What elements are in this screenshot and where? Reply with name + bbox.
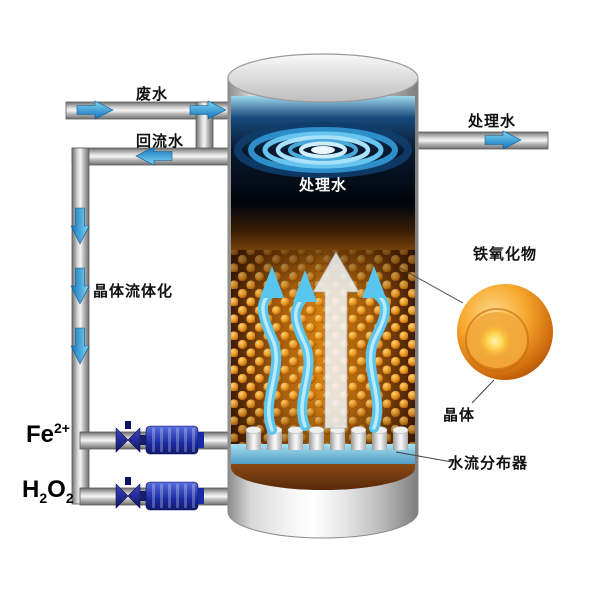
crystal-core: [477, 323, 513, 359]
upflow-arrowhead-center-left: [293, 270, 317, 302]
peroxide-dosing-pump: [115, 477, 204, 511]
upflow-arrows: [258, 250, 391, 435]
iron-oxide-callout-line: [399, 267, 464, 304]
transition-band: [231, 205, 415, 252]
label-treated-water-out: 处理水: [467, 113, 517, 130]
peroxide-sub1: 2: [39, 489, 48, 506]
crystal-callout-line: [471, 379, 495, 404]
ripple-rings: [234, 122, 412, 178]
label-flow-distributor: 水流分布器: [447, 455, 529, 472]
label-iron-oxide: 铁氧化物: [472, 246, 538, 263]
tank-contents: [231, 96, 415, 490]
flow-distributor-nozzles: [245, 426, 409, 450]
ferrous-symbol: Fe: [26, 421, 55, 448]
upflow-arrowhead-right: [362, 266, 386, 298]
reactor-tank: [227, 53, 419, 539]
downcomer-pipe: [71, 147, 90, 505]
peroxide-h: H: [22, 476, 40, 503]
ferrous-dosing-pump: [115, 421, 204, 455]
label-treated-water-tank: 处理水: [298, 177, 348, 194]
upflow-arrowhead-left: [260, 266, 284, 298]
peroxide-sub2: 2: [65, 489, 74, 506]
distributor-callout-line: [395, 451, 453, 463]
upflow-arrow-white: [312, 250, 360, 429]
crystal-sphere-inset: [457, 284, 553, 380]
tank-lid: [227, 53, 419, 103]
label-waste-water: 废水: [135, 86, 169, 103]
label-crystal-fluidization: 晶体流体化: [92, 283, 174, 300]
label-crystal: 晶体: [442, 407, 476, 424]
ferrous-charge: 2+: [54, 420, 70, 436]
label-return-water: 回流水: [135, 133, 185, 150]
label-ferrous: Fe2+: [26, 420, 70, 449]
peroxide-o: O: [47, 476, 66, 503]
callout-lines: [395, 267, 495, 463]
treated-water-pipe: [403, 131, 549, 150]
label-peroxide: H2O2: [22, 476, 74, 506]
